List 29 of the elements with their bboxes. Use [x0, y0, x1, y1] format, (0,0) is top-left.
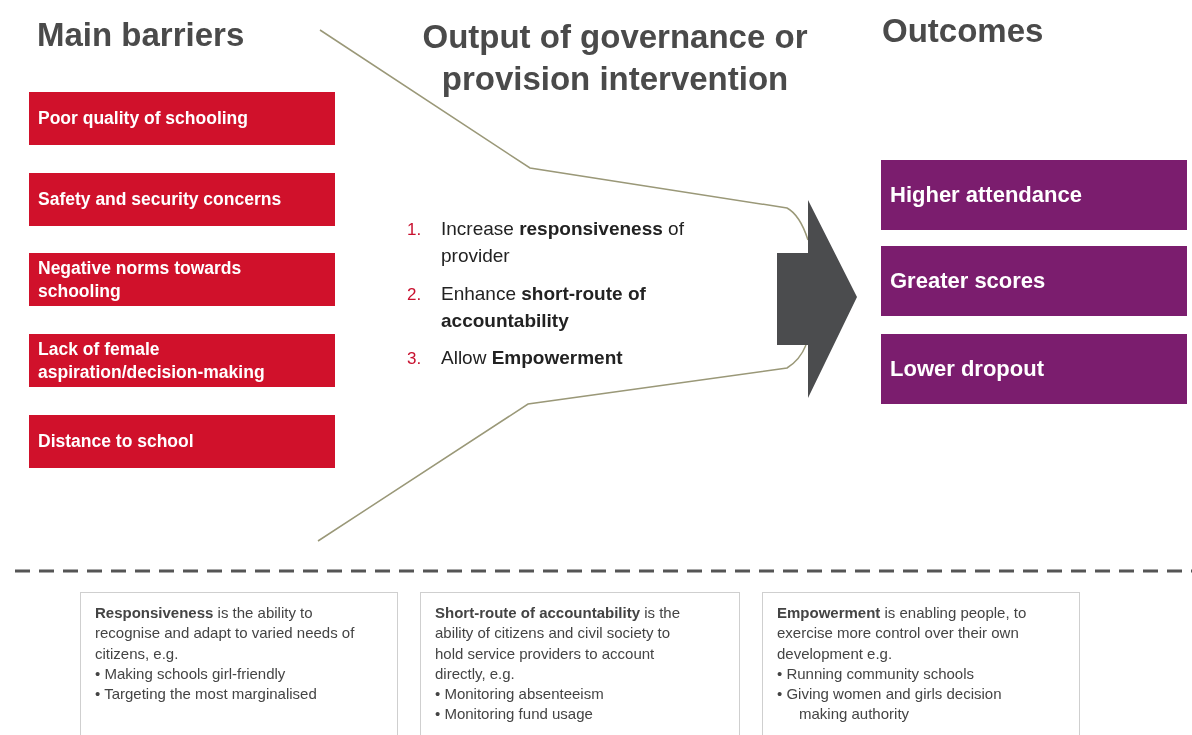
list-number: 2.	[407, 285, 423, 305]
list-number: 3.	[407, 349, 423, 369]
bullet-item: • Running community schools	[777, 663, 975, 684]
outcome-box: Lower dropout	[881, 334, 1187, 404]
bullet-item: • Monitoring absenteeism	[435, 684, 604, 704]
outcome-box: Greater scores	[881, 246, 1187, 316]
column-heading: Output of governance or provision intervention	[421, 17, 809, 99]
bullet-item: • Monitoring fund usage	[435, 704, 594, 725]
bullet-item: • Targeting the most marginalised	[95, 684, 317, 704]
column-heading: Main barriers	[37, 15, 246, 55]
list-item: Enhance short-route of accountability	[441, 282, 647, 333]
definition-box	[420, 592, 740, 735]
definition-box	[80, 592, 398, 735]
barrier-box: Poor quality of schooling	[29, 92, 335, 145]
definition-box	[762, 592, 1080, 735]
definition-text: Empowerment is enabling people, to exercise more control over their own development e.g.	[777, 603, 1028, 664]
barrier-box: Negative norms towards schooling	[29, 253, 335, 306]
bullet-item: • Making schools girl-friendly	[95, 663, 287, 684]
outcome-box: Higher attendance	[881, 160, 1187, 230]
list-number: 1.	[407, 220, 423, 240]
definition-text: Responsiveness is the ability to recognise and adapt to varied needs of citizens, e.g.	[95, 603, 356, 664]
barrier-box: Safety and security concerns	[29, 173, 335, 226]
bullet-item: • Giving women and girls decision making authority	[777, 684, 1003, 725]
barrier-box: Distance to school	[29, 415, 335, 468]
list-item: Increase responsiveness of provider	[441, 217, 685, 268]
barrier-box: Lack of female aspiration/decision-making	[29, 334, 335, 387]
column-heading: Outcomes	[882, 11, 1045, 51]
definition-text: Short-route of accountability is the ability of citizens and civil society to hold service providers to account directly, e.g.	[435, 603, 682, 684]
list-item: Allow Empowerment	[441, 346, 624, 370]
